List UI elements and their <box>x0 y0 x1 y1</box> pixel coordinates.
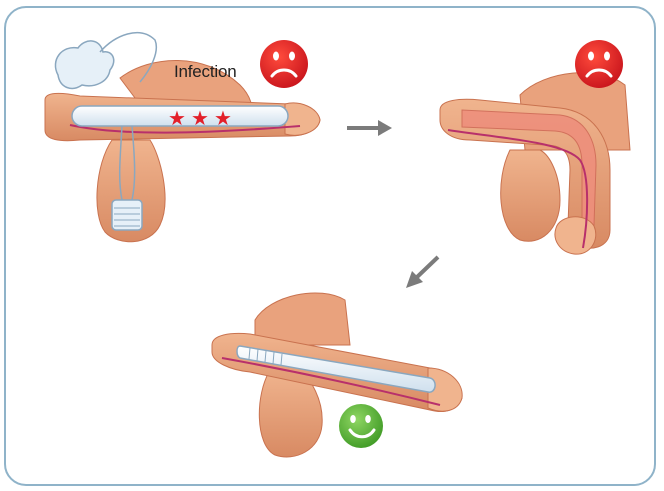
glans-shape <box>285 103 320 135</box>
glans-shape <box>555 217 596 254</box>
pump-icon <box>112 200 142 230</box>
panel-explanted <box>440 40 630 254</box>
panel-new-implant <box>212 293 462 457</box>
infection-star-icon: ★ <box>214 106 232 130</box>
sad-face-icon <box>575 40 623 88</box>
arrow-down-left-icon <box>406 257 438 288</box>
happy-face-icon <box>339 404 383 448</box>
sad-face-icon <box>260 40 308 88</box>
infection-label: Infection <box>174 62 236 82</box>
arrow-right-icon <box>347 120 392 136</box>
infection-star-icon: ★ <box>168 106 186 130</box>
reservoir-icon <box>55 41 113 88</box>
scrotum-shape <box>501 150 560 241</box>
infection-star-icon: ★ <box>191 106 209 130</box>
